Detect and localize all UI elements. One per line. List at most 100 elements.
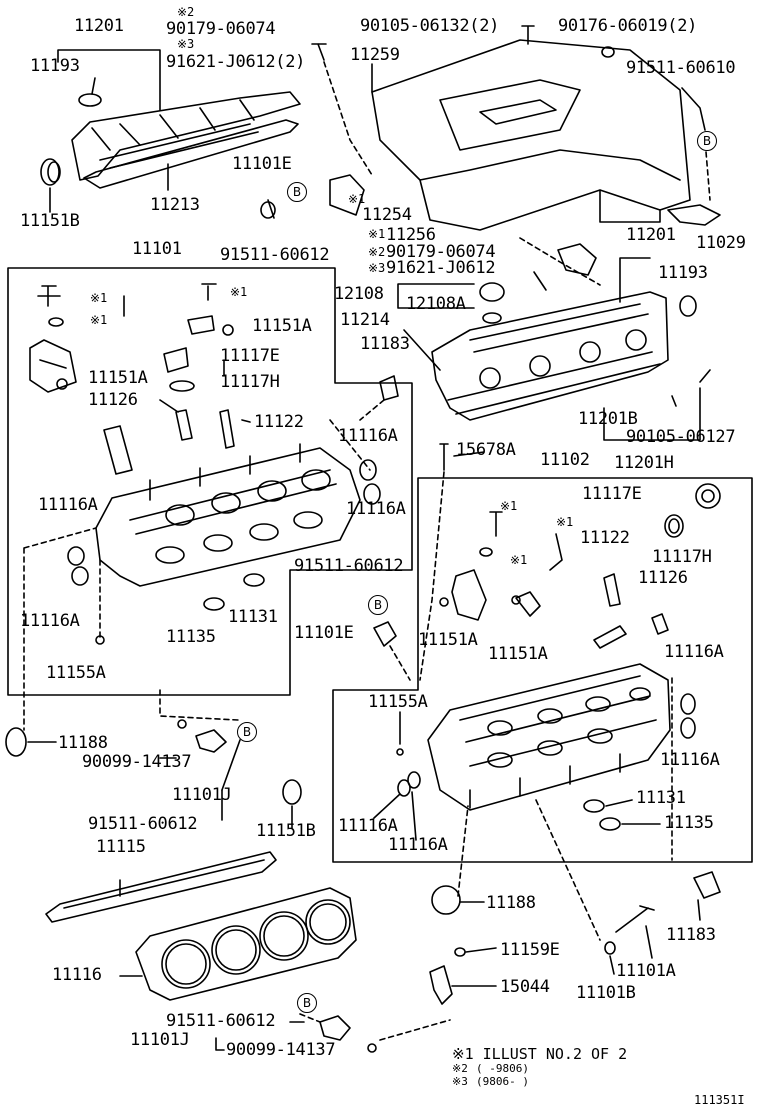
ref-11122-left[interactable]: 11122 bbox=[254, 412, 304, 432]
ref-11151a-3[interactable]: 11151A bbox=[418, 630, 478, 650]
ref-11201b[interactable]: 11201B bbox=[578, 409, 638, 429]
note-2-top: ※2 bbox=[177, 5, 195, 19]
ref-11254[interactable]: 11254 bbox=[362, 205, 412, 225]
part-90179-06074-a[interactable]: 90179-06074 bbox=[166, 19, 276, 39]
ref-11101j-bottom[interactable]: 11101J bbox=[130, 1030, 190, 1050]
note-1-f: ※1 bbox=[510, 553, 528, 567]
note-1-b: ※1 bbox=[90, 313, 108, 327]
ref-11159e[interactable]: 11159E bbox=[500, 940, 560, 960]
right-head-box bbox=[332, 477, 753, 863]
ref-11155a-left[interactable]: 11155A bbox=[46, 663, 106, 683]
ref-11126-right[interactable]: 11126 bbox=[638, 568, 688, 588]
ref-11188-left[interactable]: 11188 bbox=[58, 733, 108, 753]
note-1-a: ※1 bbox=[90, 291, 108, 305]
part-90179-06074-b[interactable]: 90179-06074 bbox=[386, 242, 496, 262]
ref-11101e-top[interactable]: 11101E bbox=[232, 154, 292, 174]
part-91511-60612-d[interactable]: 91511-60612 bbox=[88, 814, 198, 834]
ref-11193-right[interactable]: 11193 bbox=[658, 263, 708, 283]
ref-15678a[interactable]: 15678A bbox=[456, 440, 516, 460]
legend-note-3: (9806- ) bbox=[476, 1075, 529, 1088]
ref-11183-top[interactable]: 11183 bbox=[360, 334, 410, 354]
ref-11259[interactable]: 11259 bbox=[350, 45, 400, 65]
ref-11116a-7[interactable]: 11116A bbox=[338, 816, 398, 836]
ref-11101[interactable]: 11101 bbox=[132, 239, 182, 259]
note-1-11254: ※1 bbox=[348, 192, 366, 206]
figure-id: 111351I bbox=[694, 1093, 745, 1107]
ref-11151b-mid[interactable]: 11151B bbox=[256, 821, 316, 841]
ref-11116a-5[interactable]: 11116A bbox=[664, 642, 724, 662]
ref-11131-left[interactable]: 11131 bbox=[228, 607, 278, 627]
part-91621-j0612-a[interactable]: 91621-J0612(2) bbox=[166, 52, 306, 72]
ref-11122-right[interactable]: 11122 bbox=[580, 528, 630, 548]
ref-11117h-right[interactable]: 11117H bbox=[652, 547, 712, 567]
ref-11102[interactable]: 11102 bbox=[540, 450, 590, 470]
legend-note-2-mark: ※2 bbox=[452, 1062, 468, 1075]
ref-11115[interactable]: 11115 bbox=[96, 837, 146, 857]
valve-cover-right bbox=[431, 291, 669, 421]
ref-11116a-1[interactable]: 11116A bbox=[338, 426, 398, 446]
ref-11101e-mid[interactable]: 11101E bbox=[294, 623, 354, 643]
ref-11151a-1[interactable]: 11151A bbox=[252, 316, 312, 336]
ref-11214[interactable]: 11214 bbox=[340, 310, 390, 330]
ref-11116a-2[interactable]: 11116A bbox=[38, 495, 98, 515]
ref-11201h[interactable]: 11201H bbox=[614, 453, 674, 473]
ref-11029[interactable]: 11029 bbox=[696, 233, 746, 253]
part-91511-60612-c[interactable]: 91511-60612 bbox=[294, 556, 404, 576]
ref-11201[interactable]: 11201 bbox=[74, 16, 124, 36]
ref-11256[interactable]: 11256 bbox=[386, 225, 436, 245]
ref-11116a-6[interactable]: 11116A bbox=[660, 750, 720, 770]
ref-11151b[interactable]: 11151B bbox=[20, 211, 80, 231]
ref-11117e-right[interactable]: 11117E bbox=[582, 484, 642, 504]
note-1-11256: ※1 bbox=[368, 227, 386, 241]
ref-11126-left[interactable]: 11126 bbox=[88, 390, 138, 410]
b-marker-4: B bbox=[237, 722, 257, 742]
ref-11155a-right[interactable]: 11155A bbox=[368, 692, 428, 712]
valve-cover-left bbox=[71, 91, 301, 181]
ref-11135-left[interactable]: 11135 bbox=[166, 627, 216, 647]
gasket-11213 bbox=[83, 119, 299, 189]
part-91621-j0612-b[interactable]: 91621-J0612 bbox=[386, 258, 496, 278]
note-3-top: ※3 bbox=[177, 37, 195, 51]
ref-11116a-3[interactable]: 11116A bbox=[346, 499, 406, 519]
legend-note-2: ( -9806) bbox=[476, 1062, 529, 1075]
ref-11193[interactable]: 11193 bbox=[30, 56, 80, 76]
ref-12108a[interactable]: 12108A bbox=[406, 294, 466, 314]
ref-11131-right[interactable]: 11131 bbox=[636, 788, 686, 808]
ref-12108[interactable]: 12108 bbox=[334, 284, 384, 304]
note-1-c: ※1 bbox=[230, 285, 248, 299]
ref-11117h-left[interactable]: 11117H bbox=[220, 372, 280, 392]
ref-11151a-4[interactable]: 11151A bbox=[488, 644, 548, 664]
part-90099-14137-b[interactable]: 90099-14137 bbox=[226, 1040, 336, 1060]
legend-note-3-mark: ※3 bbox=[452, 1075, 468, 1088]
ref-11135-right[interactable]: 11135 bbox=[664, 813, 714, 833]
ref-11117e-left[interactable]: 11117E bbox=[220, 346, 280, 366]
part-90105-06127[interactable]: 90105-06127 bbox=[626, 427, 736, 447]
ref-11188-right[interactable]: 11188 bbox=[486, 893, 536, 913]
ref-11183-right[interactable]: 11183 bbox=[666, 925, 716, 945]
part-90176-06019[interactable]: 90176-06019(2) bbox=[558, 16, 698, 36]
cylinder-head-left bbox=[95, 447, 361, 587]
ref-11101j-left[interactable]: 11101J bbox=[172, 785, 232, 805]
part-90105-06132[interactable]: 90105-06132(2) bbox=[360, 16, 500, 36]
part-90099-14137-a[interactable]: 90099-14137 bbox=[82, 752, 192, 772]
ref-11201-right[interactable]: 11201 bbox=[626, 225, 676, 245]
left-head-box bbox=[7, 267, 413, 696]
part-91511-60612-e[interactable]: 91511-60612 bbox=[166, 1011, 276, 1031]
ref-11101a[interactable]: 11101A bbox=[616, 961, 676, 981]
note-2-mid: ※2 bbox=[368, 245, 386, 259]
ref-11213[interactable]: 11213 bbox=[150, 195, 200, 215]
ref-11116[interactable]: 11116 bbox=[52, 965, 102, 985]
seal-11193 bbox=[78, 93, 102, 107]
part-91511-60612-b[interactable]: 91511-60612 bbox=[220, 245, 330, 265]
ref-11151a-2[interactable]: 11151A bbox=[88, 368, 148, 388]
ref-11116a-8[interactable]: 11116A bbox=[388, 835, 448, 855]
note-3-mid: ※3 bbox=[368, 261, 386, 275]
b-marker-1: B bbox=[697, 131, 717, 151]
part-91511-60610[interactable]: 91511-60610 bbox=[626, 58, 736, 78]
ref-15044[interactable]: 15044 bbox=[500, 977, 550, 997]
ref-11116a-4[interactable]: 11116A bbox=[20, 611, 80, 631]
b-marker-2: B bbox=[287, 182, 307, 202]
ref-11101b[interactable]: 11101B bbox=[576, 983, 636, 1003]
